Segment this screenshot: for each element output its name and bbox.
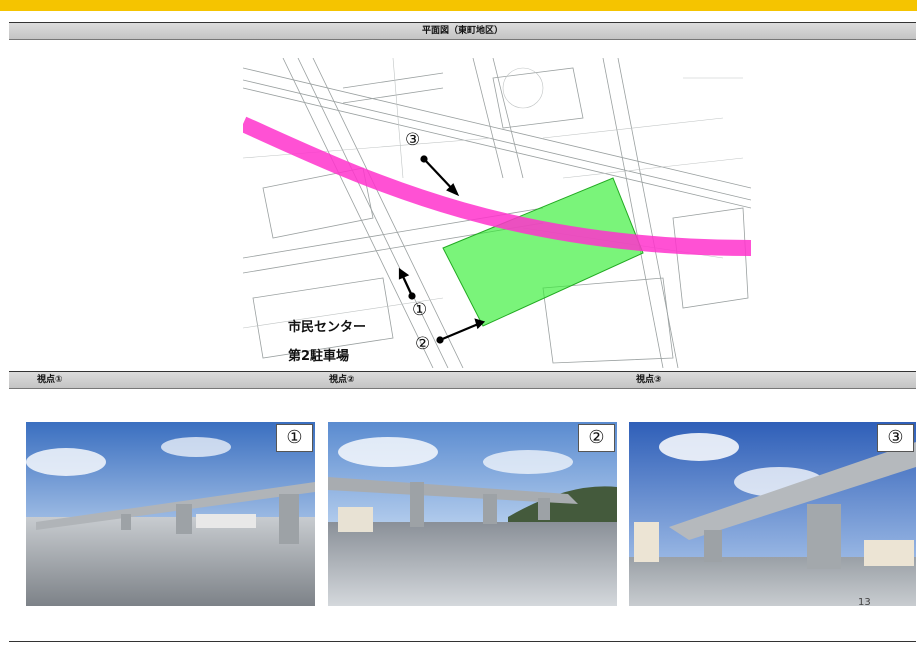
bottom-divider [9, 641, 916, 642]
viewpoint-label-2: 視点② [329, 375, 355, 385]
viewpoint-label-1: 視点① [37, 375, 63, 385]
viewpoint-number-1: ① [276, 424, 313, 452]
viewpoint-number-3: ③ [877, 424, 914, 452]
viewpoint-photo-3: ③ [629, 422, 916, 606]
map-marker-1: ① [412, 300, 428, 320]
map-marker-3: ③ [405, 130, 421, 150]
viewpoint-label-3: 視点③ [636, 375, 662, 385]
page-number: 13 [858, 597, 871, 608]
map-label-parking: 第2駐車場 [288, 349, 350, 364]
plan-map: ③ ① ② 市民センター 第2駐車場 [243, 58, 751, 368]
map-label-center: 市民センター [288, 320, 367, 335]
title-band [0, 0, 917, 11]
viewpoint-header: 視点① 視点② 視点③ [9, 371, 916, 389]
viewpoint-number-2: ② [578, 424, 615, 452]
map-marker-2: ② [415, 334, 431, 354]
plan-map-drawing [243, 58, 751, 368]
plan-section-header: 平面図（東町地区） [9, 22, 916, 40]
viewpoint-photo-1: ① [26, 422, 315, 606]
viewpoint-photo-2: ② [328, 422, 617, 606]
